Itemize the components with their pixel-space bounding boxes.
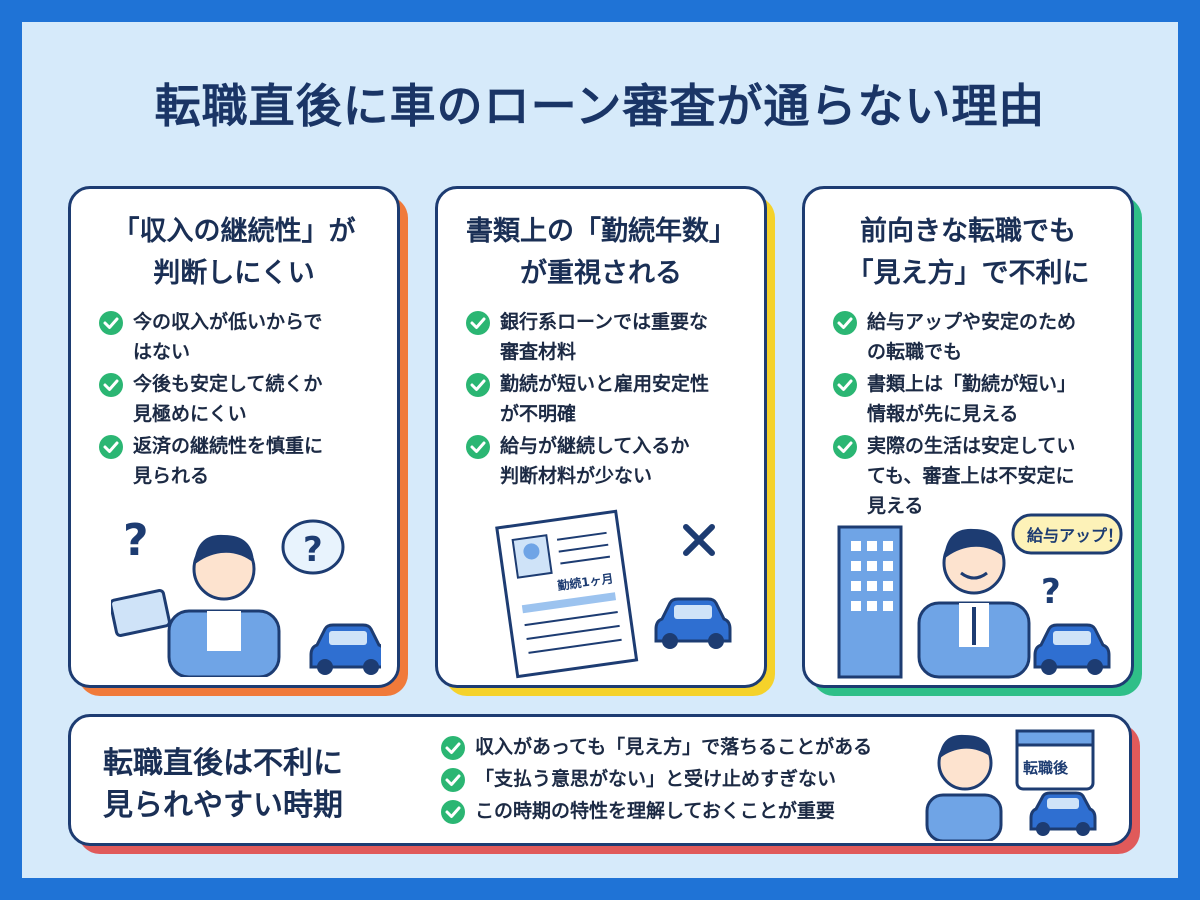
summary-title: 転職直後は不利に 見られやすい時期 (103, 743, 343, 827)
check-item: 給与が継続して入るか 判断材料が少ない (466, 431, 751, 491)
speech-bubble-icon: ? (281, 519, 345, 575)
check-list: 給与アップや安定のため の転職でも 書類上は「勤続が短い」 情報が先に見える 実… (833, 307, 1118, 523)
card-title: 書類上の「勤続年数」 が重視される (438, 211, 764, 295)
card-title: 「収入の継続性」が 判断しにくい (71, 211, 397, 295)
id-card-icon (111, 589, 171, 637)
card-title-line: 「収入の継続性」が (112, 216, 356, 247)
check-text: 給与アップや安定のため の転職でも (867, 311, 1077, 363)
check-item: 給与アップや安定のため の転職でも (833, 307, 1118, 367)
car-icon (309, 623, 381, 675)
calendar-label: 転職後 (1023, 759, 1069, 777)
card-title-line: 判断しにくい (153, 258, 315, 289)
card-title-line: 「見え方」で不利に (846, 258, 1090, 289)
confused-person-illustration: ? ? (111, 515, 381, 677)
check-icon (466, 311, 490, 335)
check-list: 銀行系ローンでは重要な 審査材料 勤続が短いと雇用安定性 が不明確 給与が継続し… (466, 307, 751, 493)
check-text: 返済の継続性を慎重に 見られる (133, 435, 324, 487)
summary-title-line: 転職直後は不利に (103, 746, 343, 781)
speech-bubble-salary: 給与アップ！ (1011, 513, 1123, 555)
check-item: この時期の特性を理解しておくことが重要 (441, 795, 961, 827)
check-icon (99, 311, 123, 335)
check-text: 銀行系ローンでは重要な 審査材料 (500, 311, 709, 363)
check-icon (466, 435, 490, 459)
check-item: 今の収入が低いからで はない (99, 307, 384, 367)
check-item: 勤続が短いと雇用安定性 が不明確 (466, 369, 751, 429)
happy-worker-illustration: 給与アップ！ ? (837, 513, 1123, 679)
resume-document-icon: 勤続1ヶ月 (495, 509, 639, 679)
summary-title-line: 見られやすい時期 (103, 788, 343, 823)
svg-text:?: ? (303, 530, 323, 570)
summary-check-list: 収入があっても「見え方」で落ちることがある 「支払う意思がない」と受け止めすぎな… (441, 731, 961, 827)
calendar-icon: 転職後 (1015, 729, 1095, 791)
check-icon (833, 373, 857, 397)
card-title-line: が重視される (520, 258, 682, 289)
check-icon (466, 373, 490, 397)
check-item: 収入があっても「見え方」で落ちることがある (441, 731, 961, 763)
card-body: 前向きな転職でも 「見え方」で不利に 給与アップや安定のため の転職でも 書類上… (802, 186, 1134, 688)
document-illustration: 勤続1ヶ月 (495, 509, 732, 679)
card-employment-years: 書類上の「勤続年数」 が重視される 銀行系ローンでは重要な 審査材料 勤続が短い… (435, 186, 775, 696)
check-text: 実際の生活は安定してい ても、審査上は不安定に 見える (867, 435, 1076, 517)
thinking-person-illustration: 転職後 (925, 729, 1097, 841)
check-icon (833, 435, 857, 459)
bubble-text: 給与アップ！ (1027, 526, 1123, 545)
card-income-continuity: 「収入の継続性」が 判断しにくい 今の収入が低いからで はない 今後も安定して続… (68, 186, 408, 696)
check-icon (441, 736, 465, 760)
car-icon (1029, 791, 1097, 836)
page-title: 転職直後に車のローン審査が通らない理由 (154, 79, 1046, 133)
car-icon (1033, 623, 1111, 675)
check-text: 給与が継続して入るか 判断材料が少ない (500, 435, 690, 487)
check-list: 今の収入が低いからで はない 今後も安定して続くか 見極めにくい 返済の継続性を… (99, 307, 384, 493)
check-item: 書類上は「勤続が短い」 情報が先に見える (833, 369, 1118, 429)
check-item: 今後も安定して続くか 見極めにくい (99, 369, 384, 429)
summary-panel: 転職直後は不利に 見られやすい時期 収入があっても「見え方」で落ちることがある … (68, 714, 1140, 854)
check-text: 書類上は「勤続が短い」 情報が先に見える (867, 373, 1077, 425)
check-item: 銀行系ローンでは重要な 審査材料 (466, 307, 751, 367)
check-icon (441, 800, 465, 824)
check-text: 「支払う意思がない」と受け止めすぎない (475, 768, 837, 790)
building-icon (837, 525, 903, 679)
card-title-line: 前向きな転職でも (860, 216, 1076, 247)
check-item: 実際の生活は安定してい ても、審査上は不安定に 見える (833, 431, 1118, 521)
card-body: 「収入の継続性」が 判断しにくい 今の収入が低いからで はない 今後も安定して続… (68, 186, 400, 688)
card-appearance: 前向きな転職でも 「見え方」で不利に 給与アップや安定のため の転職でも 書類上… (802, 186, 1142, 696)
question-mark-icon: ? (123, 515, 149, 566)
check-icon (99, 435, 123, 459)
card-title: 前向きな転職でも 「見え方」で不利に (805, 211, 1131, 295)
question-mark-icon: ? (1041, 572, 1061, 612)
check-item: 返済の継続性を慎重に 見られる (99, 431, 384, 491)
person-body (925, 793, 1003, 841)
cross-icon (683, 524, 715, 556)
check-text: 今後も安定して続くか 見極めにくい (133, 373, 323, 425)
check-icon (441, 768, 465, 792)
check-text: 収入があっても「見え方」で落ちることがある (475, 736, 873, 758)
check-text: この時期の特性を理解しておくことが重要 (475, 800, 835, 822)
check-icon (99, 373, 123, 397)
card-body: 書類上の「勤続年数」 が重視される 銀行系ローンでは重要な 審査材料 勤続が短い… (435, 186, 767, 688)
check-icon (833, 311, 857, 335)
check-text: 今の収入が低いからで はない (133, 311, 323, 363)
card-title-line: 書類上の「勤続年数」 (466, 216, 736, 247)
check-item: 「支払う意思がない」と受け止めすぎない (441, 763, 961, 795)
car-icon (654, 597, 732, 649)
check-text: 勤続が短いと雇用安定性 が不明確 (500, 373, 710, 425)
summary-body: 転職直後は不利に 見られやすい時期 収入があっても「見え方」で落ちることがある … (68, 714, 1132, 846)
